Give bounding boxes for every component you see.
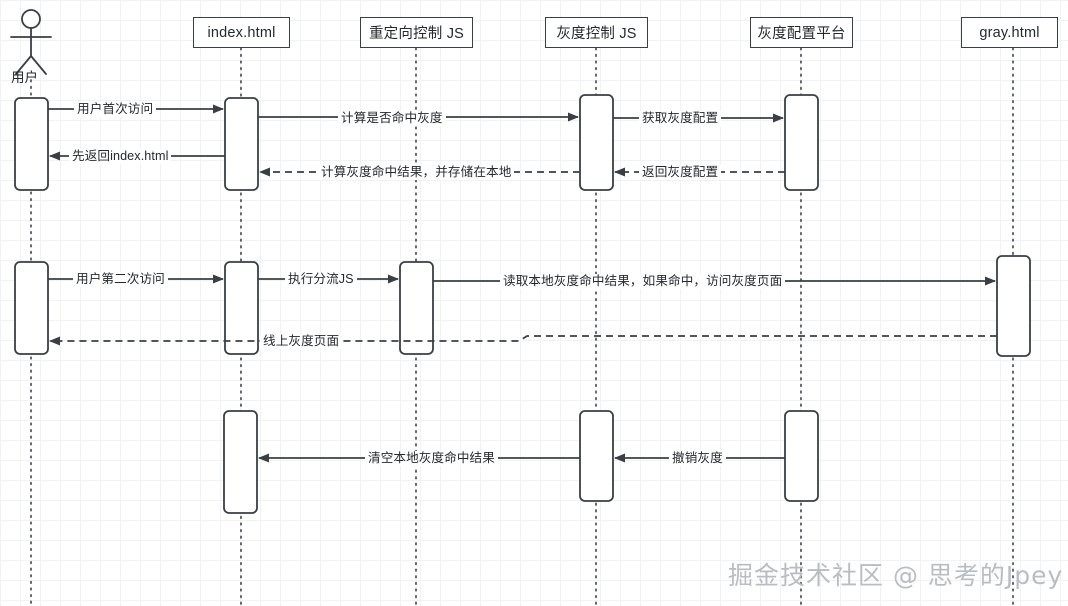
- message-label-m6: 先返回index.html: [69, 149, 172, 164]
- arrow-m10: [49, 335, 997, 346]
- activation-actor-2: [14, 261, 49, 355]
- activation-redirect-2: [399, 261, 434, 355]
- activation-bars: [14, 94, 1031, 514]
- participant-box-redirect[interactable]: 重定向控制 JS: [360, 17, 473, 48]
- participant-label-redirect: 重定向控制 JS: [368, 26, 465, 42]
- message-label-m2: 计算是否命中灰度: [338, 111, 446, 126]
- message-label-m1: 用户首次访问: [74, 102, 157, 117]
- activation-gray-2: [996, 255, 1031, 357]
- participant-label-index: index.html: [207, 24, 276, 41]
- participant-label-gray: gray.html: [979, 24, 1040, 41]
- activation-actor-1: [14, 97, 49, 191]
- participant-label-grayctrl: 灰度控制 JS: [556, 26, 637, 42]
- message-label-m3: 获取灰度配置: [639, 111, 722, 126]
- activation-index-2: [224, 261, 259, 355]
- message-label-m5: 计算灰度命中结果，并存储在本地: [318, 165, 515, 180]
- message-label-m11: 撤销灰度: [669, 451, 726, 466]
- actor-stick-figure-icon: [10, 9, 52, 75]
- message-label-m9: 读取本地灰度命中结果，如果命中，访问灰度页面: [500, 274, 786, 289]
- participant-box-grayconf[interactable]: 灰度配置平台: [750, 17, 853, 48]
- message-label-m4: 返回灰度配置: [639, 165, 722, 180]
- actor-label: 用户: [11, 70, 38, 85]
- activation-index-1: [224, 97, 259, 191]
- message-label-m7: 用户第二次访问: [73, 272, 168, 287]
- activation-index-3: [223, 410, 258, 514]
- participant-label-grayconf: 灰度配置平台: [757, 26, 846, 42]
- activation-grayconf-3: [784, 410, 819, 502]
- lifelines: [30, 47, 1014, 606]
- activation-grayctrl-1: [579, 94, 614, 191]
- participant-box-grayctrl[interactable]: 灰度控制 JS: [545, 17, 648, 48]
- activation-grayconf-1: [784, 94, 819, 191]
- watermark-text: 掘金技术社区 @ 思考的Jpey: [728, 561, 1064, 590]
- activation-grayctrl-3: [579, 410, 614, 502]
- message-label-m10: 线上灰度页面: [260, 334, 343, 349]
- message-label-m12: 清空本地灰度命中结果: [365, 451, 498, 466]
- message-label-m8: 执行分流JS: [285, 272, 357, 287]
- participant-box-gray[interactable]: gray.html: [961, 17, 1058, 48]
- participant-box-index[interactable]: index.html: [193, 17, 290, 48]
